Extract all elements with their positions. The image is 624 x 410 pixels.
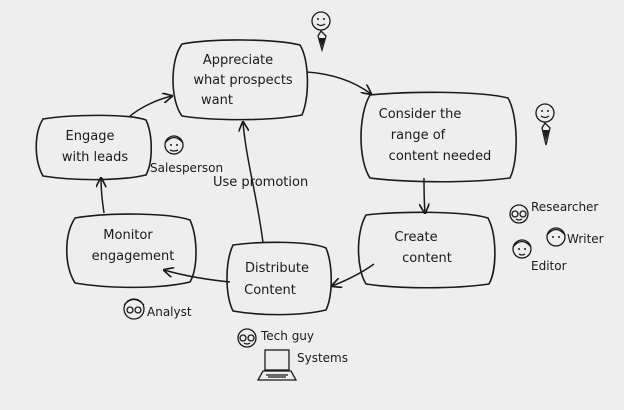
role-systems: Systems xyxy=(297,351,348,365)
node-distribute: Distribute Content xyxy=(226,241,332,316)
arrow-engage-to-appreciate xyxy=(129,96,172,117)
node-create-line2: content xyxy=(402,251,452,266)
editor-icon xyxy=(512,239,532,259)
salesperson-icon xyxy=(164,135,184,155)
node-appreciate-line3: want xyxy=(201,93,233,108)
researcher-icon xyxy=(509,204,529,224)
node-monitor: Monitor engagement xyxy=(66,213,197,289)
arrow-appreciate-to-consider xyxy=(306,71,371,94)
role-analyst: Analyst xyxy=(147,305,192,319)
node-appreciate-line1: Appreciate xyxy=(203,53,273,68)
analyst-icon xyxy=(123,298,145,320)
node-engage: Engage with leads xyxy=(35,114,153,181)
arrow-monitor-to-engage xyxy=(101,178,104,214)
node-engage-line1: Engage xyxy=(66,129,115,144)
node-engage-line2: with leads xyxy=(62,150,129,165)
node-consider-line1: Consider the xyxy=(379,107,462,122)
role-researcher: Researcher xyxy=(531,200,598,214)
laptop-icon xyxy=(256,349,298,381)
node-create: Create content xyxy=(357,211,496,289)
node-appreciate-line2: what prospects xyxy=(193,73,293,88)
node-appreciate: Appreciate what prospects want xyxy=(172,39,309,121)
arrow-create-to-distribute xyxy=(332,263,375,286)
node-monitor-line2: engagement xyxy=(92,249,175,264)
tech-guy-icon xyxy=(237,328,257,348)
role-salesperson: Salesperson xyxy=(150,161,223,175)
node-consider: Consider the range of content needed xyxy=(360,91,517,183)
person-icon-right xyxy=(535,103,555,146)
edge-label-use-promotion: Use promotion xyxy=(213,175,308,190)
role-editor: Editor xyxy=(531,259,567,273)
node-monitor-line1: Monitor xyxy=(103,228,153,243)
arrow-consider-to-create xyxy=(424,177,425,213)
role-tech-guy: Tech guy xyxy=(260,329,314,343)
arrow-distribute-to-appreciate xyxy=(243,122,264,244)
node-distribute-line1: Distribute xyxy=(245,261,309,276)
node-create-line1: Create xyxy=(394,230,437,245)
node-distribute-line2: Content xyxy=(244,283,296,298)
role-writer: Writer xyxy=(567,232,604,246)
person-icon-top xyxy=(311,11,331,53)
writer-icon xyxy=(546,227,566,247)
arrow-distribute-to-monitor xyxy=(164,270,231,283)
node-consider-line2: range of xyxy=(391,128,446,143)
node-consider-line3: content needed xyxy=(389,149,492,164)
